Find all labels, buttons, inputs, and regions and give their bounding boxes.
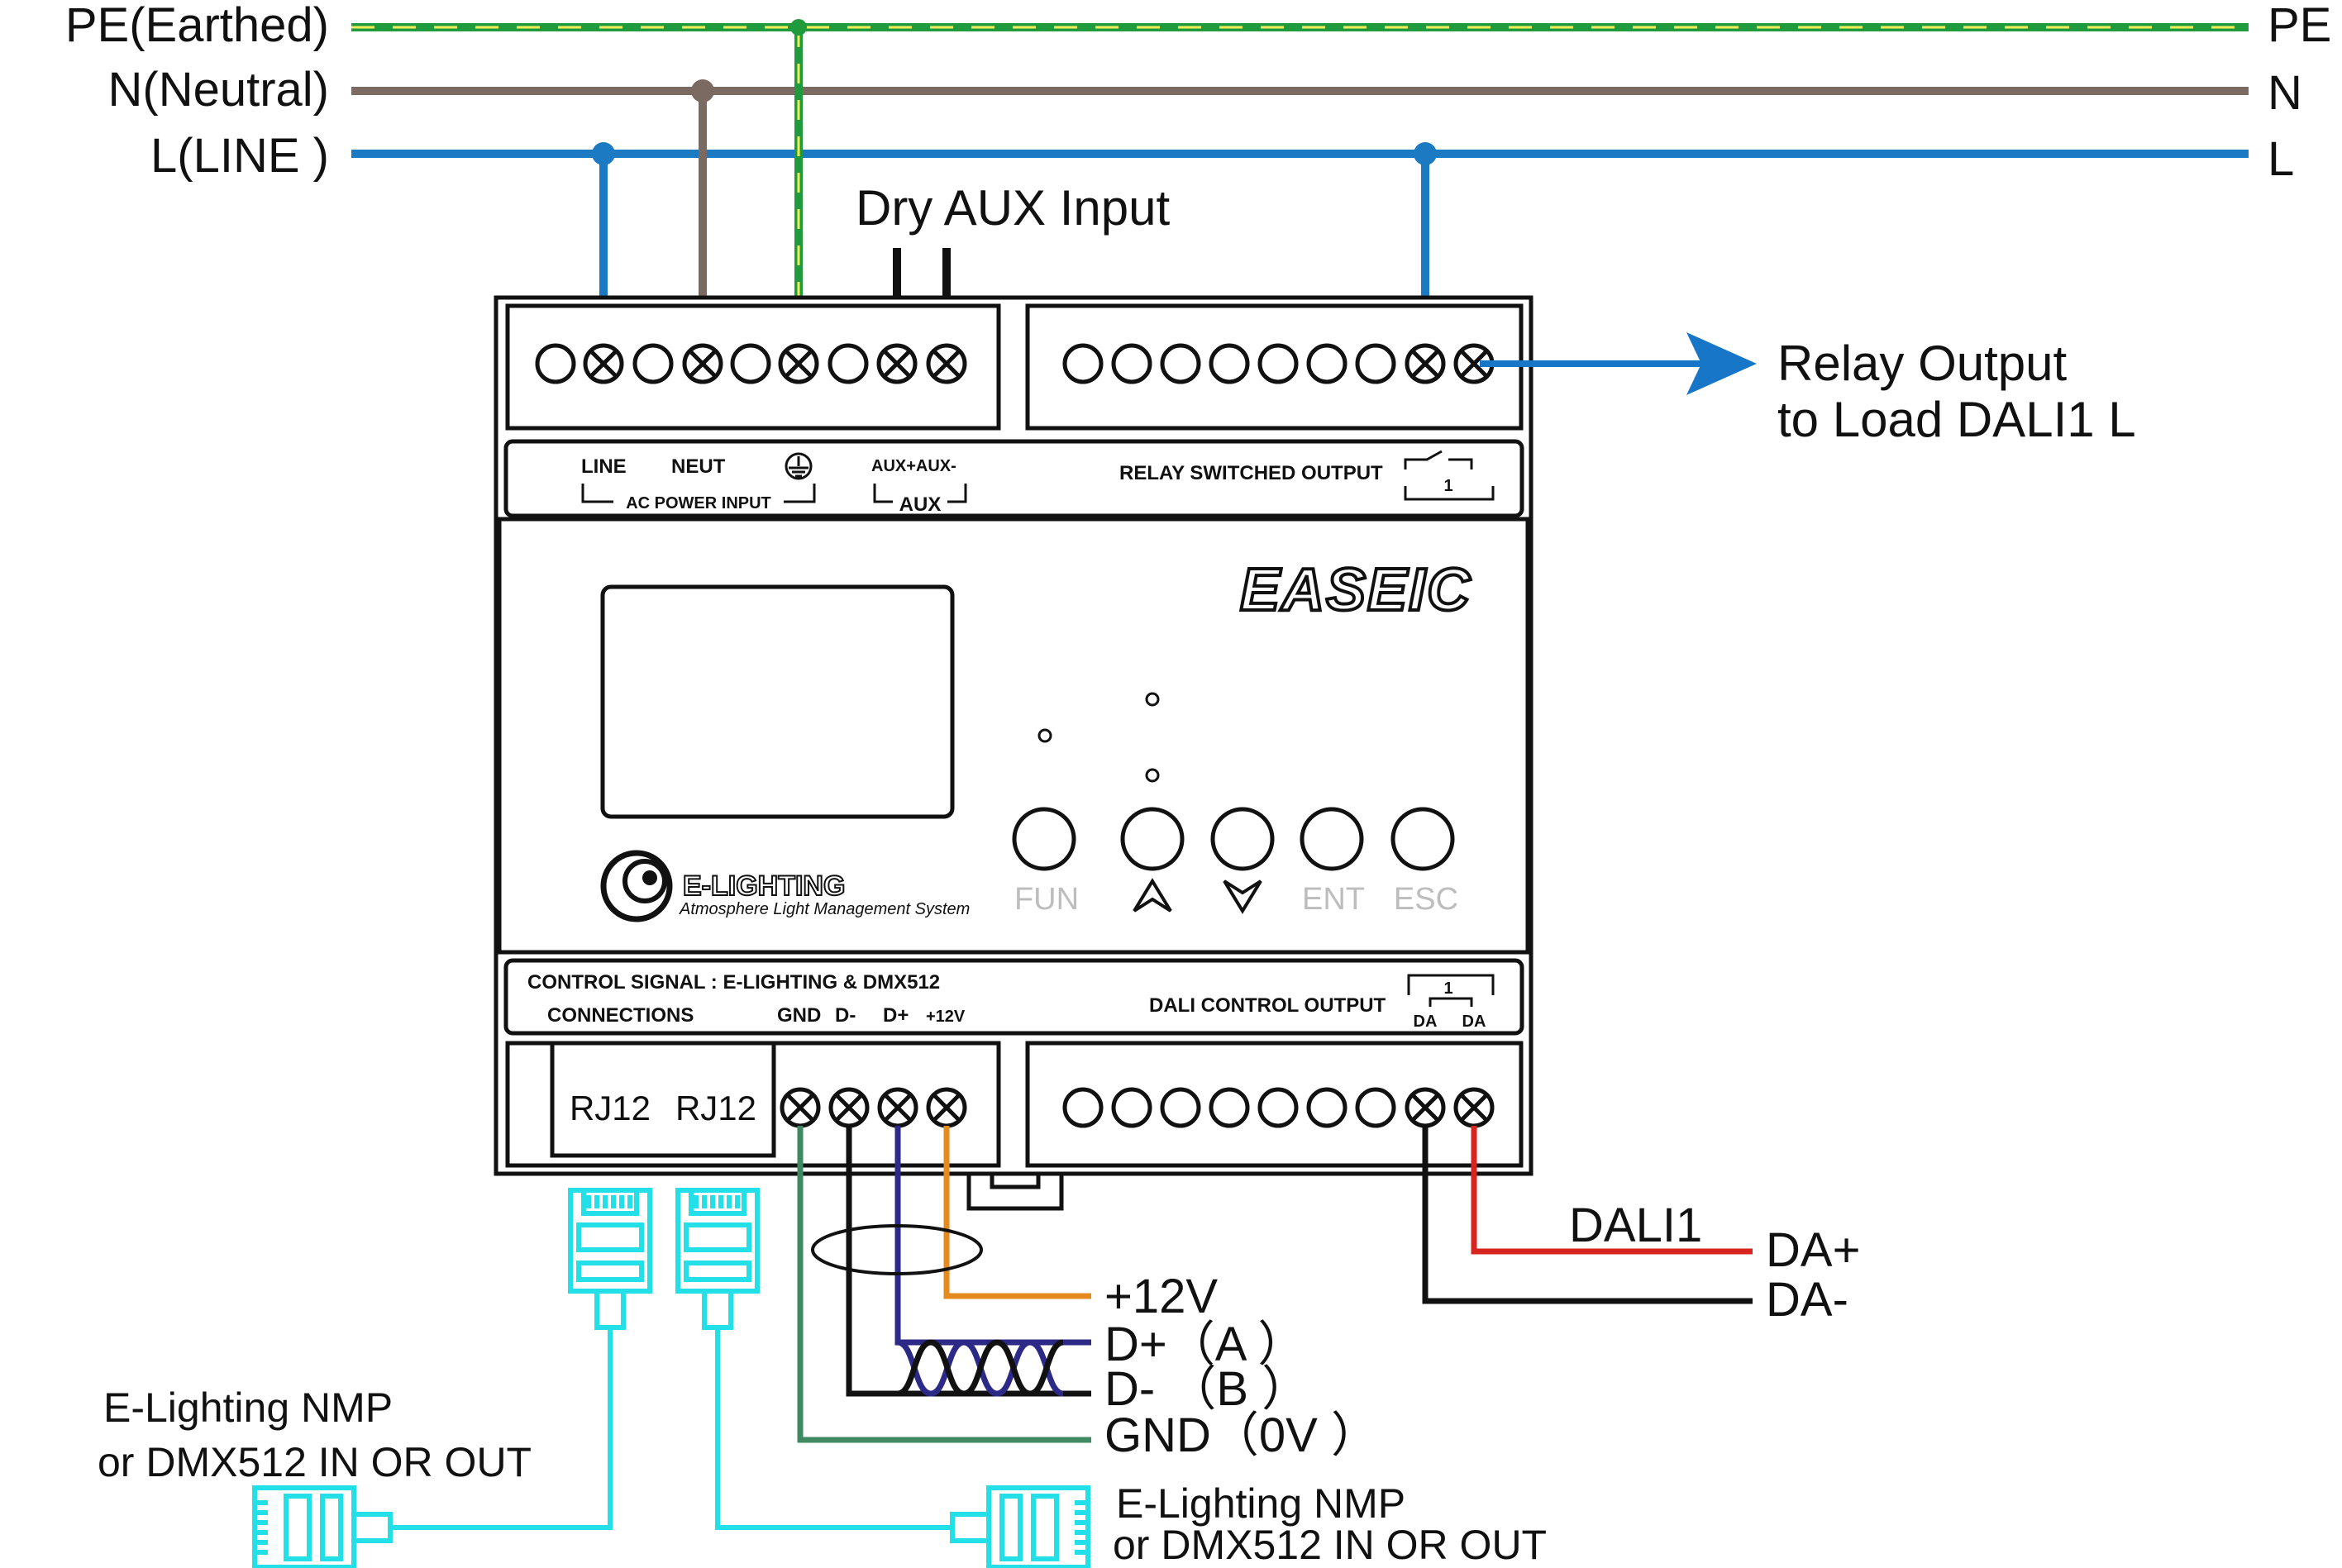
logo-name: E-LIGHTING — [683, 870, 845, 902]
rj12-label-1: RJ12 — [570, 1089, 651, 1127]
l-right-label: L — [2268, 132, 2294, 186]
rj12-cables — [252, 1188, 1090, 1568]
relay-output-line1: Relay Output — [1777, 336, 2068, 391]
dplus-signal-label: D+（A ） — [1104, 1318, 1305, 1371]
ent-button-label: ENT — [1302, 882, 1365, 917]
relay-channel-label: 1 — [1443, 477, 1452, 495]
nmp-left-line1: E-Lighting NMP — [103, 1385, 393, 1431]
led-3 — [1145, 768, 1160, 783]
down-button[interactable] — [1210, 807, 1275, 871]
aux-pm-label: AUX+AUX- — [871, 457, 956, 475]
brand-logo: EASEIC — [1238, 555, 1472, 625]
earth-icon — [785, 452, 813, 480]
down-arrow-icon — [1223, 879, 1262, 914]
n-right-label: N — [2268, 66, 2302, 120]
aux-input-title: Dry AUX Input — [856, 180, 1170, 236]
fun-button[interactable] — [1012, 807, 1076, 871]
da-minus-wire — [1422, 1126, 1753, 1304]
dali-bracket — [1407, 974, 1495, 1007]
da-minus-label: DA- — [1766, 1273, 1848, 1327]
up-button[interactable] — [1120, 807, 1185, 871]
relay-switched-output-label: RELAY SWITCHED OUTPUT — [1119, 462, 1383, 484]
dminus-terminal-label: D- — [835, 1004, 856, 1027]
rj12-socket — [550, 1041, 776, 1158]
fun-button-label: FUN — [1014, 882, 1079, 917]
pe-left-label: PE(Earthed) — [65, 0, 329, 52]
lcd-display — [600, 584, 955, 819]
up-arrow-icon — [1133, 878, 1172, 913]
esc-button[interactable] — [1390, 807, 1455, 871]
relay-switch-icon — [1404, 450, 1495, 501]
nmp-right-line2: or DMX512 IN OR OUT — [1113, 1522, 1547, 1568]
l-left-label: L(LINE ) — [150, 129, 329, 183]
v12-wire — [943, 1126, 1091, 1299]
ent-button[interactable] — [1300, 807, 1364, 871]
bottom-left-terminals — [780, 1087, 967, 1128]
front-buttons — [1012, 807, 1455, 871]
top-left-terminals — [535, 343, 967, 384]
gnd-signal-label: GND（0V ） — [1104, 1408, 1379, 1462]
ac-power-input-label: AC POWER INPUT — [626, 494, 771, 512]
esc-button-label: ESC — [1394, 882, 1458, 917]
dali-channel-label: 1 — [1443, 979, 1452, 998]
da-plus-wire — [1471, 1126, 1753, 1255]
control-signal-label: CONTROL SIGNAL : E-LIGHTING & DMX512 — [527, 971, 940, 994]
dminus-signal-label: D- （B ） — [1104, 1362, 1309, 1416]
line-terminal-label: LINE — [581, 455, 627, 478]
logo-subtitle: Atmosphere Light Management System — [679, 900, 970, 918]
twisted-pair-b — [897, 1339, 1064, 1397]
gnd-terminal-label: GND — [777, 1004, 821, 1027]
gnd-wire — [797, 1126, 1091, 1443]
status-leds — [1037, 692, 1160, 783]
e-lighting-logo-icon — [600, 850, 673, 922]
v12-signal-label: +12V — [1104, 1270, 1218, 1323]
top-right-terminals — [1062, 343, 1495, 384]
relay-output-arrow — [1480, 332, 1757, 395]
power-buses — [351, 23, 2249, 158]
led-2 — [1145, 692, 1160, 707]
da-plus-label: DA+ — [1766, 1223, 1860, 1277]
signal-wires — [797, 1126, 1091, 1443]
dali-control-output-label: DALI CONTROL OUTPUT — [1149, 994, 1386, 1017]
dminus-wire — [846, 1126, 1091, 1397]
dplus-terminal-label: D+ — [883, 1004, 909, 1027]
connections-label: CONNECTIONS — [547, 1004, 694, 1027]
nmp-left-line2: or DMX512 IN OR OUT — [98, 1439, 532, 1485]
da2-label: DA — [1462, 1013, 1486, 1031]
rj12-label-2: RJ12 — [675, 1089, 756, 1127]
neut-terminal-label: NEUT — [671, 455, 726, 478]
aux-label: AUX — [899, 493, 942, 516]
dali-wires — [1422, 1126, 1753, 1304]
led-1 — [1037, 728, 1052, 743]
relay-output-line2: to Load DALI1 L — [1777, 392, 2136, 447]
da1-label: DA — [1414, 1013, 1438, 1031]
nmp-right-line1: E-Lighting NMP — [1116, 1480, 1405, 1527]
pe-right-label: PE — [2268, 0, 2331, 52]
n-left-label: N(Neutral) — [108, 63, 330, 117]
v12-terminal-label: +12V — [926, 1008, 966, 1026]
cable-shield — [811, 1224, 983, 1275]
bottom-right-terminals — [1062, 1087, 1495, 1128]
brand-name: EASEIC — [1240, 557, 1472, 623]
dali1-title: DALI1 — [1569, 1199, 1702, 1252]
